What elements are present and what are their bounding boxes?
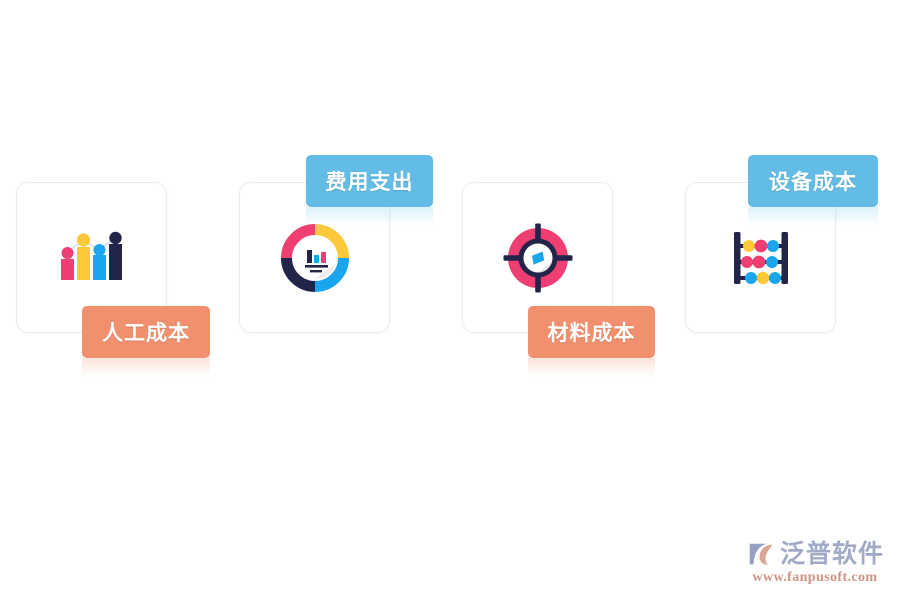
fanpu-logo-icon xyxy=(749,543,773,565)
watermark-url: www.fanpusoft.com xyxy=(752,570,878,585)
label-equipment-cost[interactable]: 设备成本 xyxy=(748,155,878,207)
label-reflection-material-cost xyxy=(528,358,655,380)
label-reflection-expense-payment xyxy=(306,207,433,229)
abacus-icon xyxy=(733,231,788,284)
label-labor-cost[interactable]: 人工成本 xyxy=(82,306,210,358)
target-compass-icon xyxy=(503,223,572,292)
watermark: 泛普软件 www.fanpusoft.com xyxy=(746,539,884,586)
label-reflection-equipment-cost xyxy=(748,207,878,229)
card-equipment-cost[interactable] xyxy=(685,182,836,333)
bar-chart-icon xyxy=(60,231,122,280)
card-expense-payment[interactable] xyxy=(239,182,390,333)
watermark-brand-name: 泛普软件 xyxy=(779,539,884,568)
label-material-cost[interactable]: 材料成本 xyxy=(528,306,655,358)
donut-chart-icon xyxy=(280,223,349,292)
label-expense-payment[interactable]: 费用支出 xyxy=(306,155,433,207)
watermark-brand-row: 泛普软件 xyxy=(746,539,884,569)
label-reflection-labor-cost xyxy=(82,358,210,380)
